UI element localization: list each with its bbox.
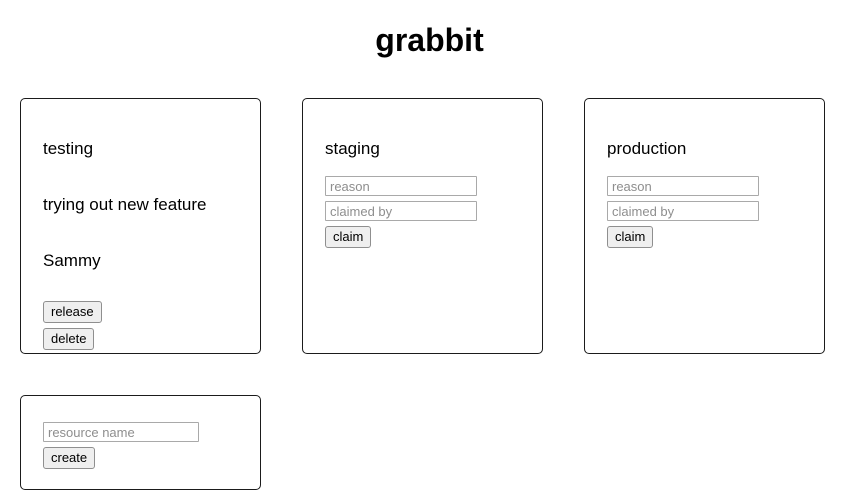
resource-card-testing: testing trying out new feature Sammy rel… xyxy=(20,98,261,354)
resource-name-input[interactable] xyxy=(43,422,199,442)
delete-button[interactable]: delete xyxy=(43,328,95,350)
create-resource-card: create xyxy=(20,395,261,490)
release-button[interactable]: release xyxy=(43,301,102,323)
create-button[interactable]: create xyxy=(43,447,96,469)
resource-reason: trying out new feature xyxy=(43,195,207,214)
reason-input[interactable] xyxy=(607,176,759,196)
reason-input[interactable] xyxy=(325,176,477,196)
resource-card-grid: testing trying out new feature Sammy rel… xyxy=(20,98,840,490)
resource-claimed-by: Sammy xyxy=(43,251,101,270)
claimed-by-input[interactable] xyxy=(325,201,477,221)
resource-name: production xyxy=(607,139,687,158)
page-title: grabbit xyxy=(375,22,484,58)
claim-button[interactable]: claim xyxy=(325,226,372,248)
claim-form: claim xyxy=(607,159,802,248)
claim-button[interactable]: claim xyxy=(607,226,654,248)
claimed-by-input[interactable] xyxy=(607,201,759,221)
resource-actions: release delete xyxy=(43,271,238,350)
resource-card-staging: staging claim xyxy=(302,98,543,354)
resource-card-production: production claim xyxy=(584,98,825,354)
resource-name: testing xyxy=(43,139,94,158)
resource-name: staging xyxy=(325,139,380,158)
claim-form: claim xyxy=(325,159,520,248)
